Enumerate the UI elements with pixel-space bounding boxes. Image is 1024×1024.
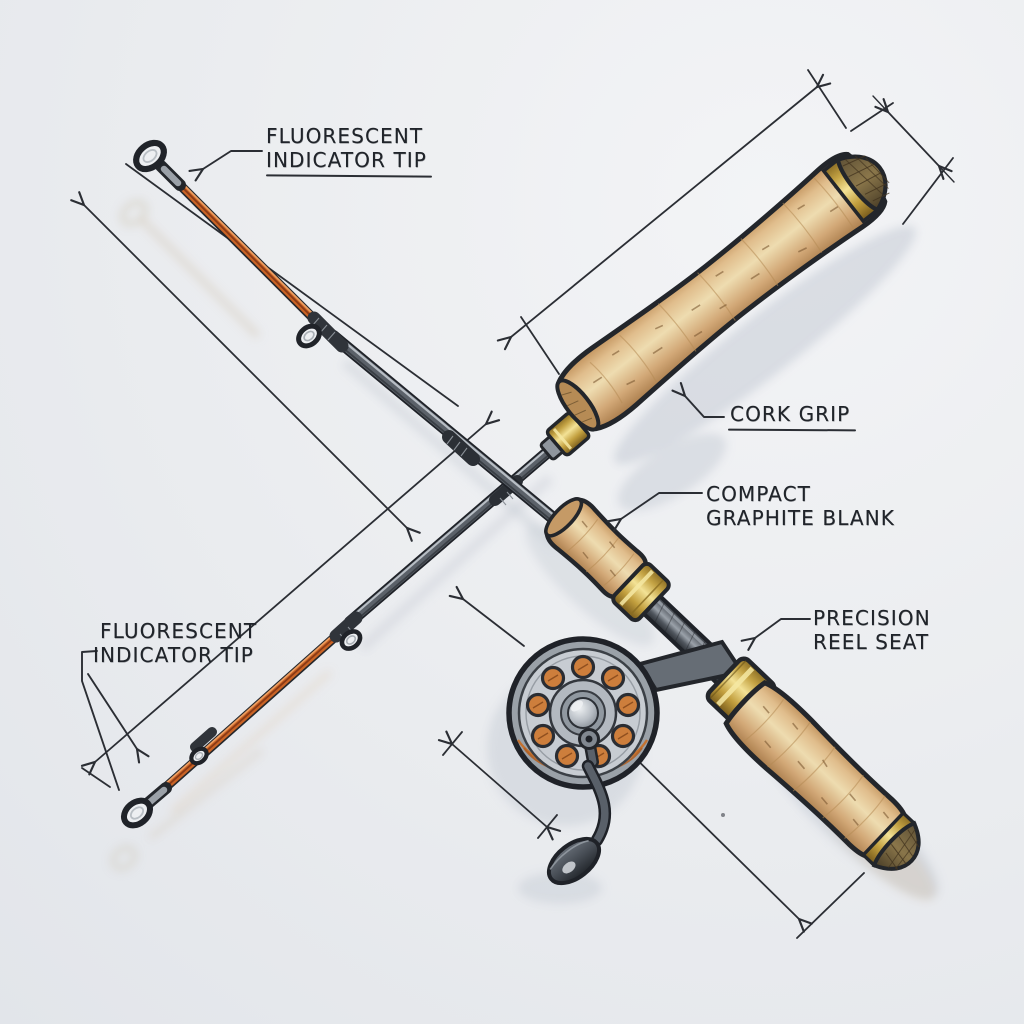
extension-line (850, 102, 894, 132)
rod-b-blank (344, 439, 562, 628)
label-underline (727, 428, 857, 432)
dimension-line (95, 424, 486, 762)
extension-line (520, 316, 560, 375)
fluorescent-tip-b (152, 624, 349, 800)
label-line: FLUORESCENT (266, 124, 424, 148)
dimension-line (618, 741, 799, 919)
extension-line (796, 872, 865, 939)
leader-line (755, 618, 811, 638)
ink-speck (721, 813, 725, 817)
dimension-line (888, 112, 939, 166)
rod-b (121, 151, 890, 829)
dome-highlight (571, 700, 583, 712)
reel-hole-hatching (532, 663, 634, 760)
reel-handle-post (578, 728, 600, 768)
butt-cap-a (860, 810, 921, 871)
line-guide-b-small (189, 727, 217, 766)
rod-tip-guide-a (133, 139, 186, 191)
label-line: INDICATOR TIP (266, 148, 427, 172)
label-fluorescent-indicator-tip-upper: FLUORESCENT INDICATOR TIP (265, 124, 433, 178)
inline-ice-reel (506, 636, 746, 886)
leader-line (87, 673, 137, 749)
label-line: REEL SEAT (813, 630, 930, 654)
dimension-lines (81, 69, 955, 939)
extension-tick (81, 767, 111, 788)
reel-handle-arm (581, 759, 612, 847)
label-precision-reel-seat: PRECISION REEL SEAT (813, 606, 931, 654)
leader-line (203, 150, 263, 169)
label-fluorescent-indicator-tip-lower: FLUORESCENT INDICATOR TIP (93, 619, 257, 667)
rod-a-rear (705, 656, 921, 871)
dimension-overshoot (872, 95, 955, 183)
cork-grip (555, 151, 890, 432)
butt-cap-b (821, 154, 890, 224)
label-line: INDICATOR TIP (93, 643, 254, 667)
leader-lines (81, 150, 811, 791)
extension-line (902, 157, 954, 225)
extension-tick (442, 731, 558, 839)
dimension-line (452, 744, 547, 827)
leader-line (81, 650, 120, 791)
leader-line (621, 492, 703, 519)
label-line: FLUORESCENT (100, 619, 258, 643)
rod-tip-guide-b (121, 782, 172, 829)
label-line: COMPACT (706, 482, 811, 506)
line-guide-a (296, 311, 349, 353)
dimension-line (463, 599, 525, 647)
fluorescent-tip-a (171, 176, 327, 332)
label-compact-graphite-blank: COMPACT GRAPHITE BLANK (706, 482, 895, 530)
label-line: GRAPHITE BLANK (706, 506, 895, 530)
reel-hub-dome (567, 697, 599, 729)
label-cork-grip: CORK GRIP (727, 402, 857, 432)
leader-line (685, 396, 725, 418)
reel-handle-knob (546, 836, 602, 886)
brass-ring (611, 561, 671, 623)
dimension-line (125, 163, 459, 407)
extension-line (807, 69, 847, 129)
label-line: PRECISION (813, 606, 931, 630)
label-line: CORK GRIP (730, 402, 851, 426)
rear-cork-handle (723, 680, 921, 871)
line-guide-b (329, 611, 363, 651)
dimension-line (511, 87, 817, 337)
